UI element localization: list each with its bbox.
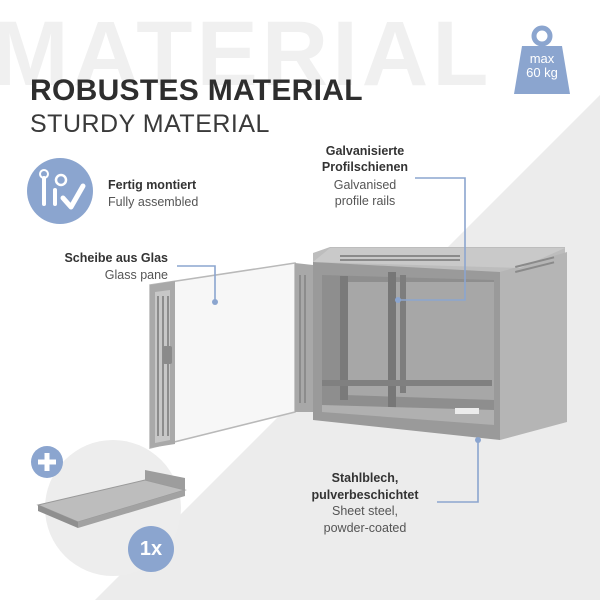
rails-de-line1: Galvanisierte [325,144,405,158]
max-label: max [529,51,555,66]
glass-door [149,262,313,449]
tools-check-icon [27,158,93,224]
cabinet-body [313,247,567,440]
assembled-label: Fertig montiert Fully assembled [108,177,198,211]
plus-icon [31,446,63,478]
steel-label-en: Sheet steel, powder-coated [300,503,430,537]
steel-de-line2: pulverbeschichtet [311,488,419,502]
steel-en-line2: powder-coated [323,521,407,535]
steel-label-de: Stahlblech, pulverbeschichtet [300,470,430,504]
weight-icon [514,25,570,94]
page-title: ROBUSTES MATERIAL [30,74,363,107]
quantity-text: 1x [139,538,163,560]
page-subtitle: STURDY MATERIAL [30,110,270,138]
rails-de-line2: Profilschienen [321,160,409,174]
glass-en: Glass pane [104,268,168,282]
steel-en-line1: Sheet steel, [331,504,398,518]
assembled-en: Fully assembled [108,195,199,209]
glass-label: Scheibe aus Glas Glass pane [40,250,168,284]
rails-en-line1: Galvanised [333,178,397,192]
quantity-badge [128,526,174,572]
rails-label-de: Galvanisierte Profilschienen [315,143,415,175]
steel-de-line1: Stahlblech, [331,471,399,485]
glass-de: Scheibe aus Glas [64,251,168,265]
max-weight-label: max 60 kg [512,52,572,80]
watermark-text: MATERIAL [0,3,493,105]
rails-label-en: Galvanised profile rails [315,177,415,209]
weight-value: 60 kg [526,65,558,80]
rails-en-line2: profile rails [334,194,396,208]
assembled-de: Fertig montiert [108,178,197,192]
